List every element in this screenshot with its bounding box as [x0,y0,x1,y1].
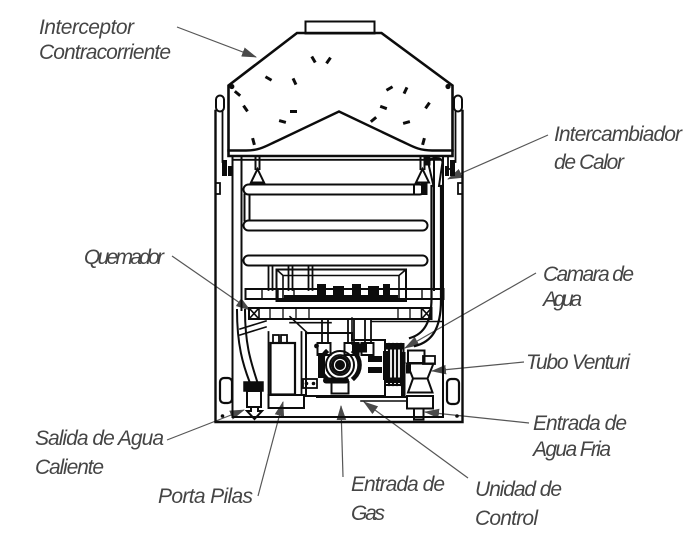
svg-text:Intercambiador: Intercambiador [554,123,683,146]
svg-text:Interceptor: Interceptor [39,16,135,39]
svg-text:Porta Pilas: Porta Pilas [158,485,254,508]
svg-text:Agua Fria: Agua Fria [531,438,611,461]
svg-text:Gas: Gas [351,502,386,525]
svg-text:de Calor: de Calor [554,151,625,174]
svg-text:Camara de: Camara de [543,263,634,286]
svg-text:Agua: Agua [541,288,582,311]
svg-text:Control: Control [475,507,539,530]
svg-text:Quemador: Quemador [84,246,165,269]
svg-text:Salida de Agua: Salida de Agua [35,427,164,450]
svg-text:Unidad de: Unidad de [475,478,562,501]
svg-text:Contracorriente: Contracorriente [39,41,171,64]
svg-text:Caliente: Caliente [35,456,104,479]
svg-text:Entrada de: Entrada de [533,412,627,435]
svg-text:Tubo Venturi: Tubo Venturi [526,351,631,374]
svg-text:Entrada de: Entrada de [351,473,445,496]
